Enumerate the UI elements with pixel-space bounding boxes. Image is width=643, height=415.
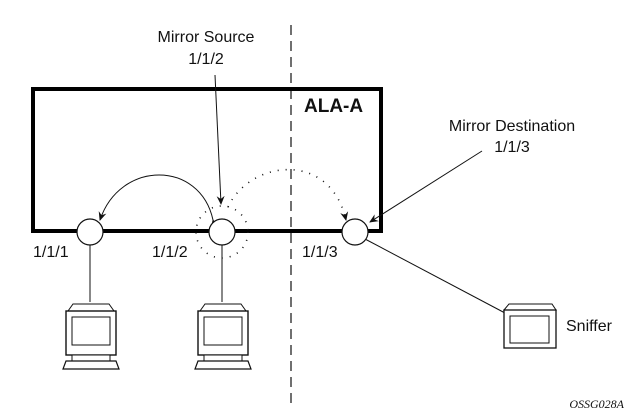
destination-callout-arrow xyxy=(369,150,483,223)
port-label-1-1-3: 1/1/3 xyxy=(302,244,338,261)
workstation-icon xyxy=(194,303,252,370)
workstation-icon xyxy=(62,303,120,370)
sniffer-label: Sniffer xyxy=(566,318,613,335)
port-label-1-1-2: 1/1/2 xyxy=(152,244,188,261)
figure-id: OSSG028A xyxy=(569,397,624,411)
traffic-arrow-solid xyxy=(98,174,219,229)
source-callout-port: 1/1/2 xyxy=(188,51,224,68)
port-1-1-1[interactable] xyxy=(76,218,104,246)
port-1-1-2[interactable] xyxy=(208,218,236,246)
destination-callout-port: 1/1/3 xyxy=(494,139,530,156)
destination-callout-title: Mirror Destination xyxy=(449,118,575,135)
node-label: ALA-A xyxy=(304,96,363,117)
port-label-1-1-1: 1/1/1 xyxy=(33,244,69,261)
mirror-source-halo xyxy=(195,205,249,259)
link-1-1-3 xyxy=(364,238,506,314)
sniffer-icon xyxy=(502,303,557,349)
mirror-traffic-arrow-dotted xyxy=(227,168,349,221)
source-callout-title: Mirror Source xyxy=(158,29,255,46)
node-box-ala-a xyxy=(31,87,383,233)
source-callout-arrow xyxy=(214,74,225,205)
port-1-1-3[interactable] xyxy=(341,218,369,246)
